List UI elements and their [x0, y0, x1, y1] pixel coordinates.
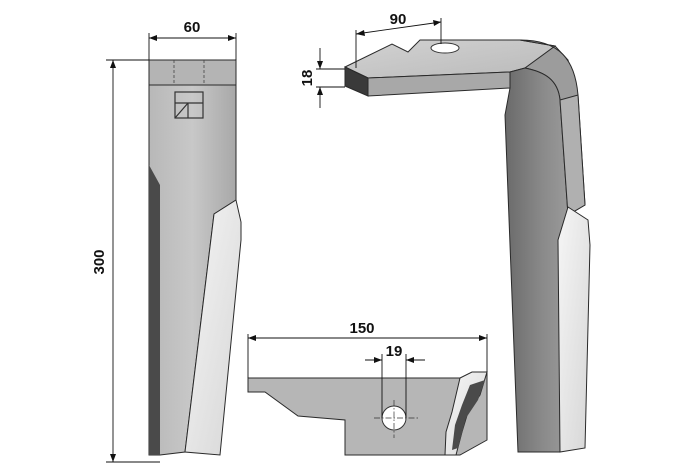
- blade-top-block: [148, 59, 237, 86]
- blade-cutting-edge: [184, 199, 242, 456]
- dimension-width: 60: [148, 19, 237, 60]
- flange-plan-view: [247, 371, 488, 456]
- dimension-height: 300: [91, 59, 160, 463]
- side-cutting-edge: [557, 206, 591, 453]
- blade-front-view: [148, 59, 242, 456]
- dimension-height-label: 300: [91, 249, 108, 274]
- blade-side-edge: [149, 165, 160, 455]
- dimension-hole-offset-label: 90: [390, 11, 407, 28]
- dimension-length: 150: [247, 320, 488, 378]
- dimension-thickness-label: 18: [299, 70, 316, 87]
- blade-side-view: [343, 39, 591, 453]
- blade-arm-edge: [559, 94, 586, 216]
- blade-arm: [504, 67, 569, 453]
- dimension-hole-diameter: 19: [365, 343, 425, 418]
- dimension-hole-diameter-label: 19: [386, 343, 403, 360]
- dimension-hole-offset: 90: [355, 11, 442, 68]
- dimension-thickness: 18: [299, 48, 345, 108]
- dimension-width-label: 60: [184, 19, 201, 36]
- dimension-length-label: 150: [349, 320, 374, 337]
- mounting-hole: [430, 42, 460, 54]
- flange-plan-tip-shadow: [452, 380, 485, 450]
- manufacturer-logo: [174, 91, 204, 119]
